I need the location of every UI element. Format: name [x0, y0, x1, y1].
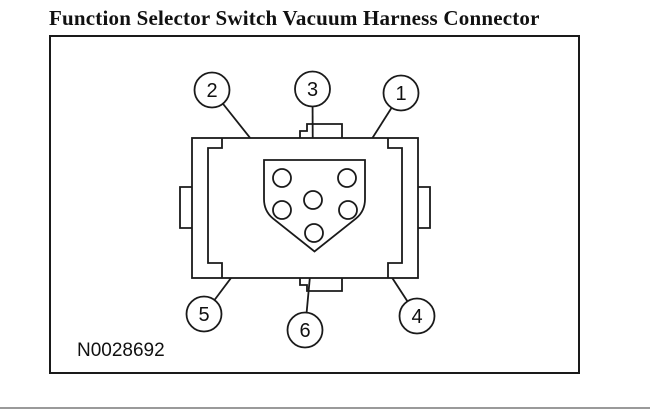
bottom-divider-line: [0, 407, 650, 409]
callout-3-circle: [294, 70, 331, 108]
connector-inner-bracket-right: [387, 138, 403, 278]
figure-id-label: N0028692: [77, 340, 165, 361]
callout-6-label: 6: [299, 320, 310, 342]
callout-2-circle: [193, 71, 231, 109]
pin-2-hole: [272, 168, 292, 188]
pin-5-hole: [272, 200, 292, 220]
pin-6-hole: [304, 223, 324, 243]
callout-5-circle: [185, 295, 223, 333]
pin-3-hole: [303, 190, 323, 210]
connector-left-tab: [179, 186, 192, 229]
callout-6-circle: [286, 311, 324, 349]
callout-2-label: 2: [206, 80, 217, 102]
pin-1-hole: [337, 168, 357, 188]
connector-body: [179, 123, 431, 292]
pin-4-hole: [338, 200, 358, 220]
callout-4-label: 4: [411, 306, 422, 328]
pin-holes: [272, 168, 358, 243]
callout-5-label: 5: [198, 304, 209, 326]
callouts: 2 3 1 5 6 4: [185, 70, 436, 349]
connector-inner-bracket-left: [207, 138, 223, 278]
connector-top-tab: [299, 123, 343, 138]
callout-1-circle: [382, 74, 420, 112]
callout-4-circle: [398, 297, 436, 335]
callout-3-label: 3: [307, 79, 318, 101]
connector-bottom-tab: [299, 278, 343, 292]
pin-cavity-shield: [263, 159, 366, 253]
connector-right-tab: [418, 186, 431, 229]
figure-box: 2 3 1 5 6 4 N0028692: [49, 35, 580, 374]
page-title: Function Selector Switch Vacuum Harness …: [49, 6, 540, 30]
connector-diagram: 2 3 1 5 6 4 N0028692: [77, 70, 436, 361]
connector-outer-housing: [191, 137, 419, 279]
callout-1-label: 1: [395, 83, 406, 105]
